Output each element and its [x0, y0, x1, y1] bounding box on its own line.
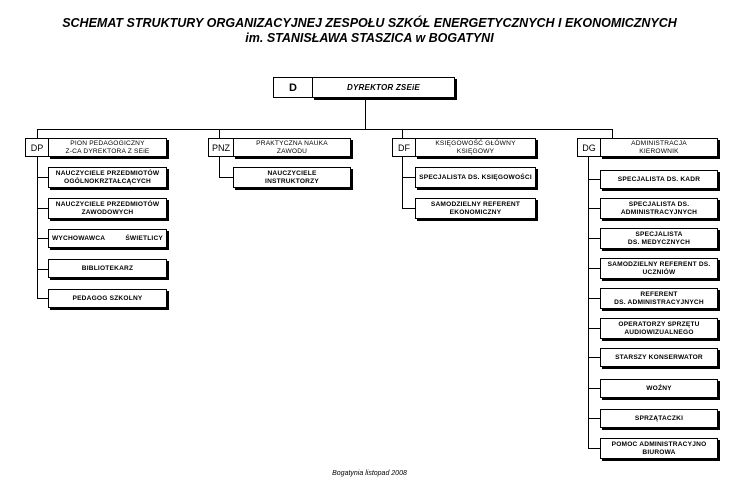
dg-branch — [588, 328, 600, 329]
dp-unit-box: BIBLIOTEKARZ — [48, 259, 167, 278]
chart-title-line2: im. STANISŁAWA STASZICA w BOGATYNI — [245, 31, 494, 45]
director-connector — [365, 98, 366, 129]
df-code-box: DF — [392, 138, 416, 157]
dg-spine — [588, 157, 589, 448]
department-bus — [37, 129, 612, 130]
dp-code-box: DP — [25, 138, 49, 157]
dp-branch — [37, 298, 48, 299]
dp-branch — [37, 269, 48, 270]
df-branch — [402, 177, 415, 178]
df-unit-box: SAMODZIELNY REFERENT EKONOMICZNY — [415, 198, 536, 219]
pnz-branch — [219, 177, 233, 178]
dg-unit-box: REFERENT DS. ADMINISTRACYJNYCH — [600, 288, 718, 309]
dp-branch — [37, 177, 48, 178]
dg-unit-box: STARSZY KONSERWATOR — [600, 348, 718, 367]
dg-unit-box: SPECJALISTA DS. KADR — [600, 170, 718, 189]
director-code-box: D — [273, 77, 313, 98]
dp-drop — [37, 129, 38, 138]
dg-unit-box: SAMODZIELNY REFERENT DS. UCZNIÓW — [600, 258, 718, 279]
dg-unit-box: SPRZĄTACZKI — [600, 409, 718, 428]
dg-unit-box: SPECJALISTA DS. MEDYCZNYCH — [600, 228, 718, 249]
dp-branch — [37, 208, 48, 209]
dp-department-box: PION PEDAGOGICZNY Z-CA DYREKTORA Z SEiE — [48, 138, 167, 157]
dg-department-box: ADMINISTRACJA KIEROWNIK — [600, 138, 718, 157]
dg-code-box: DG — [577, 138, 601, 157]
dp-branch — [37, 238, 48, 239]
director-box: DYREKTOR ZSEiE — [312, 77, 455, 98]
df-department-box: KSIĘGOWOŚĆ GŁÓWNY KSIĘGOWY — [415, 138, 536, 157]
pnz-spine — [219, 157, 220, 177]
dg-unit-box: SPECJALISTA DS. ADMINISTRACYJNYCH — [600, 198, 718, 219]
dp-unit-box: NAUCZYCIELE PRZEDMIOTÓW ZAWODOWYCH — [48, 198, 167, 219]
dp-unit-box: NAUCZYCIELE PRZEDMIOTÓW OGÓLNOKRZTAŁCĄCY… — [48, 167, 167, 188]
dg-unit-box: OPERATORZY SPRZĘTU AUDIOWIZUALNEGO — [600, 318, 718, 339]
pnz-code-box: PNZ — [208, 138, 234, 157]
dg-branch — [588, 357, 600, 358]
df-spine — [402, 157, 403, 208]
dg-branch — [588, 208, 600, 209]
dg-branch — [588, 298, 600, 299]
pnz-drop — [219, 129, 220, 138]
dp-unit-box: PEDAGOG SZKOLNY — [48, 289, 167, 308]
dg-branch — [588, 388, 600, 389]
dg-branch — [588, 268, 600, 269]
dg-branch — [588, 238, 600, 239]
dp-unit-box: WYCHOWAWCA ŚWIETLICY — [48, 229, 167, 248]
pnz-unit-box: NAUCZYCIELE INSTRUKTORZY — [233, 167, 351, 188]
dg-unit-box: WOŹNY — [600, 379, 718, 398]
dg-branch — [588, 418, 600, 419]
dg-drop — [612, 129, 613, 138]
df-drop — [402, 129, 403, 138]
dg-unit-box: POMOC ADMINISTRACYJNO BIUROWA — [600, 438, 718, 459]
df-branch — [402, 208, 415, 209]
dg-branch — [588, 448, 600, 449]
df-unit-box: SPECJALISTA DS. KSIĘGOWOŚCI — [415, 167, 536, 188]
dp-spine — [37, 157, 38, 299]
dg-branch — [588, 179, 600, 180]
chart-title-line1: SCHEMAT STRUKTURY ORGANIZACYJNEJ ZESPOŁU… — [62, 16, 677, 30]
footer-date: Bogatynia listopad 2008 — [332, 470, 407, 477]
pnz-department-box: PRAKTYCZNA NAUKA ZAWODU — [233, 138, 351, 157]
